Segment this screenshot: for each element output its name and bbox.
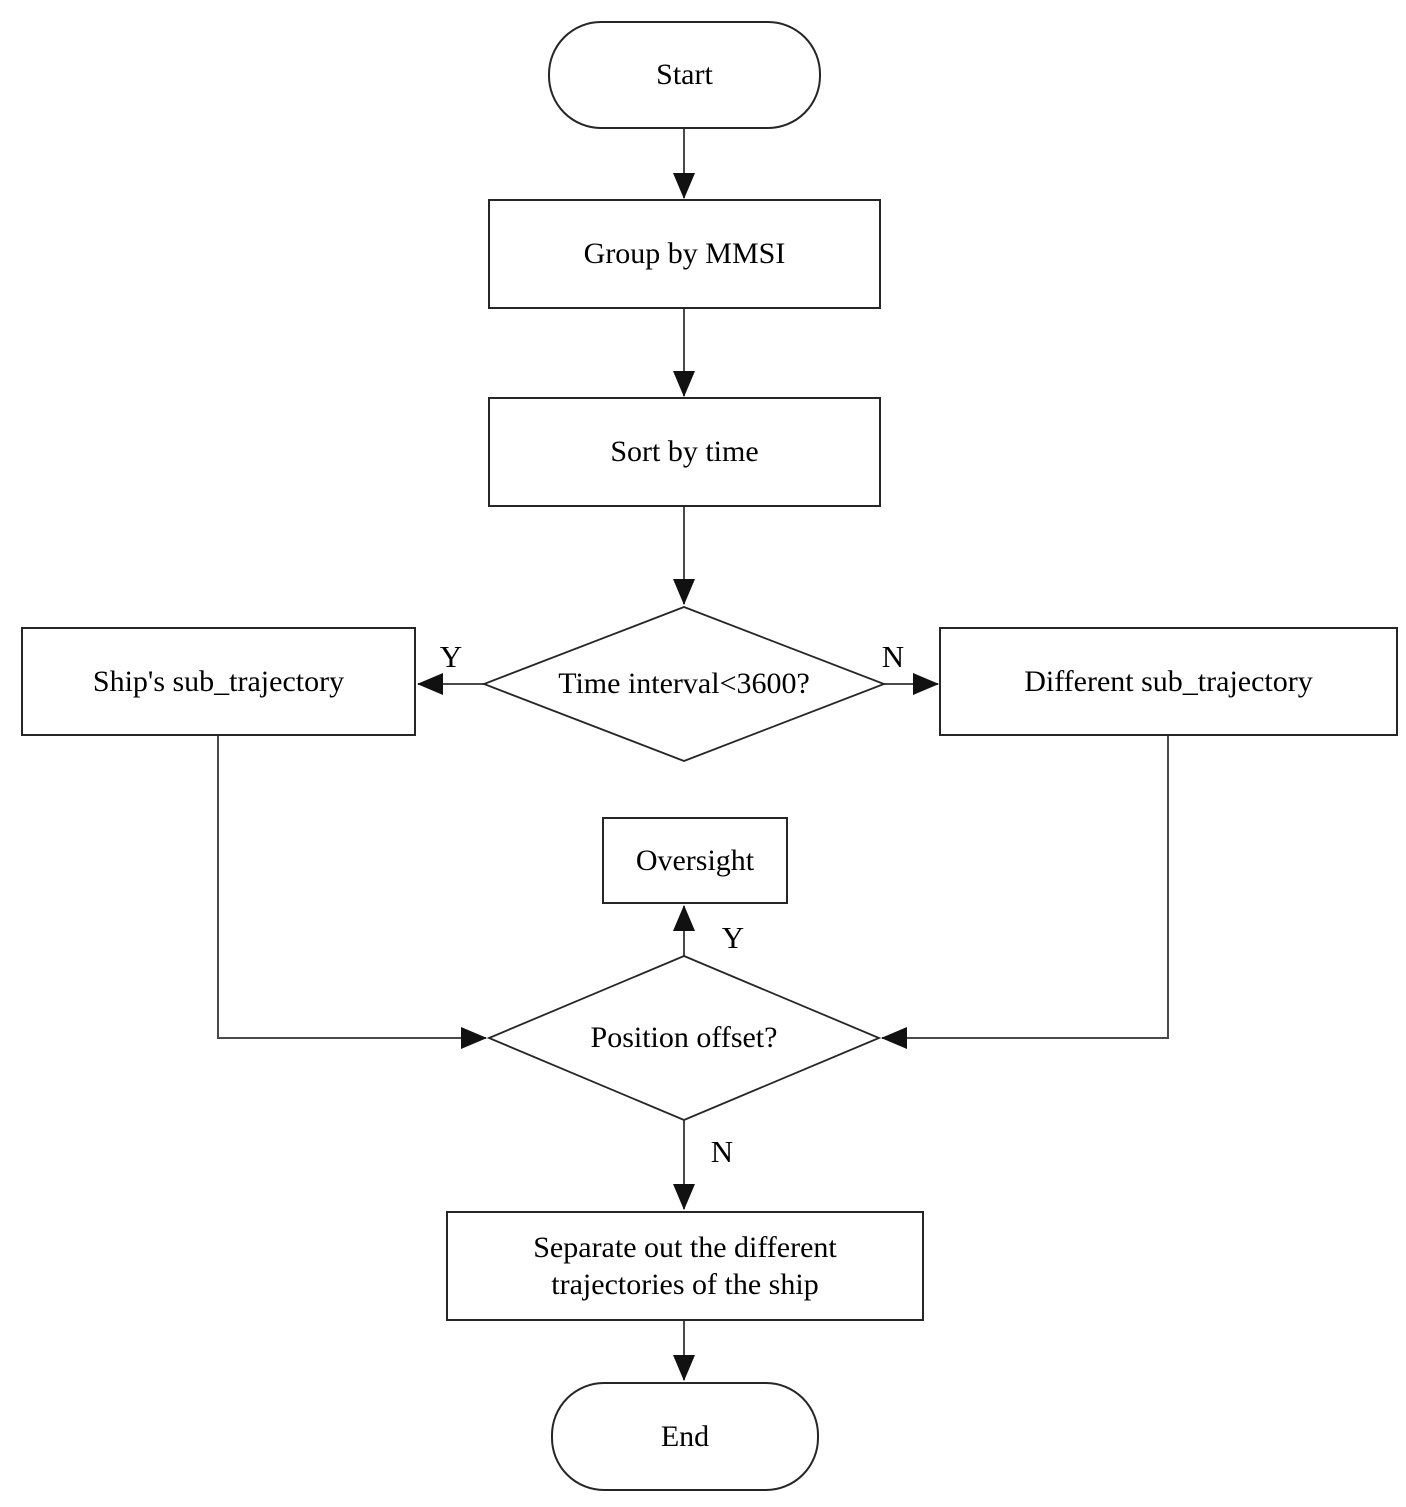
edge-ships-sub-to-position-offset <box>217 735 487 1049</box>
end-node-shape <box>551 1382 819 1491</box>
position-offset-decision-shape <box>486 955 882 1121</box>
start-node-shape <box>548 21 821 129</box>
time-interval-decision-shape <box>481 606 887 762</box>
edge-different-sub-to-position-offset <box>881 735 1169 1049</box>
sort-by-time-node-shape <box>488 397 881 507</box>
ships-sub-trajectory-node-shape <box>21 627 416 736</box>
different-sub-trajectory-node-shape <box>939 627 1398 736</box>
separate-trajectories-node-shape <box>446 1211 924 1321</box>
group-by-mmsi-node-shape <box>488 199 881 309</box>
oversight-node-shape <box>602 817 788 904</box>
